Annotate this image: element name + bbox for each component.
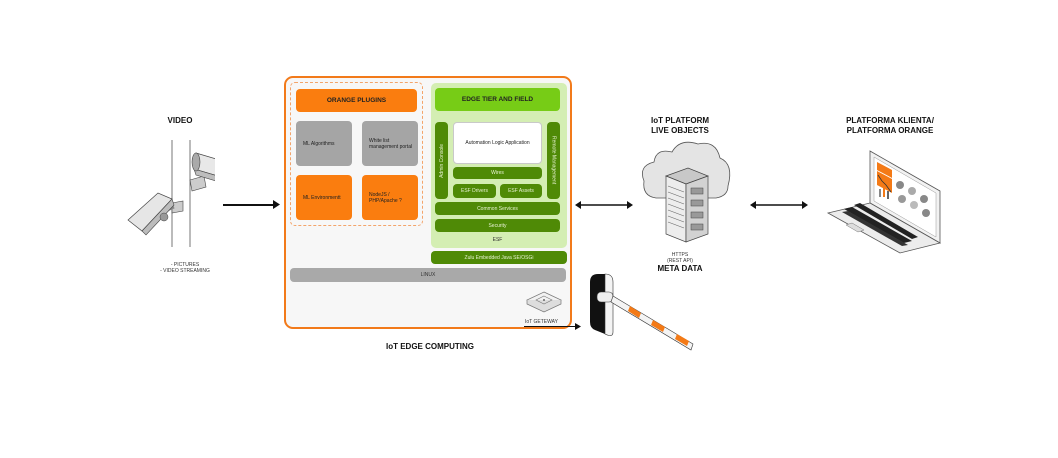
platform-protocol-line1: HTTPS [671,252,689,258]
esf-assets-block: ESF Assets [500,184,542,198]
edge-tier-header: EDGE TIER AND FIELD [435,88,560,111]
automation-logic-application: Automation Logic Application [453,122,542,164]
cloud-server-icon [641,141,731,243]
platform-title-line1: IoT PLATFORM [650,116,710,125]
iot-gateway-label: IoT GETEWAY [525,319,558,325]
cctv-camera-icon [127,140,215,247]
wires-block: Wires [453,167,542,179]
arrow-head-icon [273,200,280,209]
plugin-ml-environment: ML Environmentt [296,175,352,220]
security-block: Security [435,219,560,232]
arrow-gateway-to-barrier [524,326,576,327]
video-bullet-pictures: - PICTURES [170,262,200,268]
platform-title-line2: LIVE OBJECTS [651,126,709,135]
arrow-head-icon [575,323,581,330]
arrow-edge-platform-bidirectional [575,201,633,209]
zulu-java-block: Zulu Embedded Java SE/OSGi [431,251,567,264]
admin-console: Admin Console [435,122,448,199]
video-bullet-streaming: - VIDEO STREAMING [160,268,210,274]
client-title-line2: PLATFORMA ORANGE [846,126,934,135]
esf-drivers-block: ESF Drivers [453,184,496,198]
remote-management-label: Remote Management [550,136,557,185]
plugin-ml-algorithms: ML Algorithms [296,121,352,166]
meta-data-label: META DATA [657,264,703,273]
client-title-line1: PLATFORMA KLIENTA/ [846,116,934,125]
admin-console-label: Admin Console [438,143,445,178]
arrow-video-to-edge [223,204,275,206]
orange-plugins-header: ORANGE PLUGINS [296,89,417,112]
orange-plugins-group [290,82,423,226]
plugin-nodejs-php-apache: NodeJS / PHP/Apache ? [362,175,418,220]
barrier-gate-icon [590,273,694,351]
video-title: VIDEO [167,116,193,125]
common-services-block: Common Services [435,202,560,215]
edge-computing-caption: IoT EDGE COMPUTING [386,342,474,351]
iot-gateway-icon [526,291,562,313]
linux-block: LINUX [290,268,566,282]
plugin-whitelist-portal: White list management portal [362,121,418,166]
arrow-platform-client-bidirectional [750,201,808,209]
esf-label: ESF [492,237,503,243]
remote-management: Remote Management [547,122,560,199]
laptop-dashboard-icon [826,150,942,254]
platform-protocol-line2: (REST API) [667,258,693,264]
